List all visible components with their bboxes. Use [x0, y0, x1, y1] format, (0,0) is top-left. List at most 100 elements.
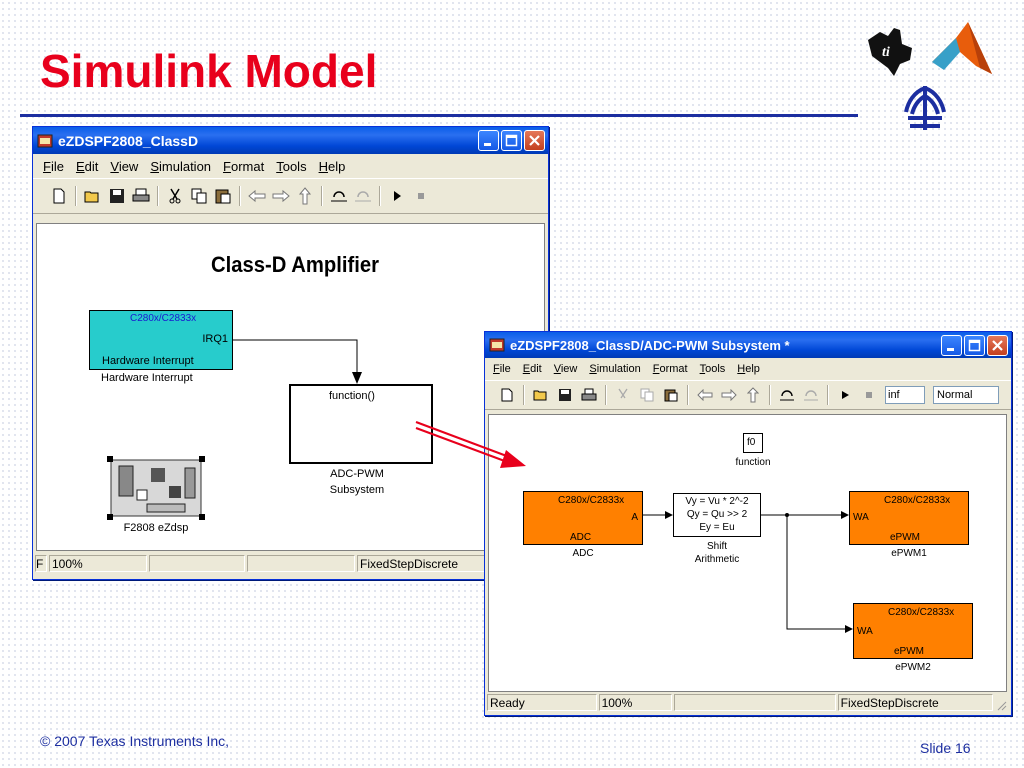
forward-button[interactable] [719, 385, 739, 405]
redo-icon [804, 390, 818, 401]
undo-button[interactable] [329, 186, 349, 206]
up-button[interactable] [295, 186, 315, 206]
status-solver: FixedStepDiscrete [837, 694, 994, 711]
epwm1-target-label: C280x/C2833x [884, 495, 951, 506]
trigger-caption: function [735, 457, 771, 468]
simulation-mode-select[interactable]: Normal [933, 386, 999, 404]
copy-button[interactable] [189, 186, 209, 206]
adc-pwm-subsystem-block[interactable]: function() [289, 384, 433, 464]
cut-icon [169, 188, 181, 204]
start-simulation-button[interactable] [387, 186, 407, 206]
main-toolbar [33, 178, 548, 214]
shift-arithmetic-block[interactable]: Vy = Vu * 2^-2 Qy = Qu >> 2 Ey = Eu [673, 493, 761, 537]
subsystem-window[interactable]: eZDSPF2808_ClassD/ADC-PWM Subsystem * Fi… [484, 331, 1012, 716]
menu-help[interactable]: Help [318, 158, 346, 174]
status-blank-2 [247, 555, 355, 572]
menu-tools[interactable]: Tools [699, 363, 726, 375]
slide-number: Slide 16 [920, 740, 971, 756]
toolbar-separator [523, 385, 525, 405]
epwm1-block[interactable]: C280x/C2833x WA ePWM [849, 491, 969, 545]
menu-file[interactable]: File [493, 363, 511, 375]
menu-format[interactable]: Format [223, 158, 265, 174]
menu-simulation[interactable]: Simulation [589, 363, 641, 375]
open-button[interactable] [83, 186, 103, 206]
hardware-interrupt-block[interactable]: C280x/C2833x IRQ1 Hardware Interrupt [89, 310, 233, 370]
subsystem-port-label: function() [329, 390, 375, 402]
maximize-button[interactable] [964, 335, 985, 356]
cut-button[interactable] [165, 186, 185, 206]
minimize-button[interactable] [478, 130, 499, 151]
close-button[interactable] [987, 335, 1008, 356]
undo-button[interactable] [777, 385, 797, 405]
subsystem-canvas[interactable]: f0 function C280x/C2833x A ADC ADC Vy = … [488, 414, 1007, 692]
redo-button[interactable] [801, 385, 821, 405]
menu-help[interactable]: Help [737, 363, 760, 375]
minimize-button[interactable] [941, 335, 962, 356]
main-model-canvas[interactable]: Class-D Amplifier C280x/C2833x IRQ1 Hard… [36, 223, 545, 551]
print-button[interactable] [579, 385, 599, 405]
save-button[interactable] [555, 385, 575, 405]
open-button[interactable] [531, 385, 551, 405]
stop-simulation-button[interactable] [859, 385, 879, 405]
paste-button[interactable] [213, 186, 233, 206]
main-window-titlebar[interactable]: eZDSPF2808_ClassD [33, 127, 548, 154]
epwm2-block[interactable]: C280x/C2833x WA ePWM [853, 603, 973, 659]
cut-button[interactable] [613, 385, 633, 405]
print-icon [581, 388, 597, 401]
menu-view[interactable]: View [110, 158, 139, 174]
hw-port-label: IRQ1 [202, 333, 228, 345]
subsystem-statusbar: Ready 100% FixedStepDiscrete [487, 694, 1007, 711]
svg-text:ti: ti [882, 45, 890, 60]
menu-simulation[interactable]: Simulation [150, 158, 212, 174]
save-button[interactable] [107, 186, 127, 206]
trigger-signal-line [233, 339, 362, 384]
status-glyph: F [35, 555, 47, 572]
epwm2-target-label: C280x/C2833x [888, 607, 955, 618]
up-button[interactable] [743, 385, 763, 405]
start-simulation-button[interactable] [835, 385, 855, 405]
zoom-arrow [415, 420, 526, 468]
forward-button[interactable] [271, 186, 291, 206]
toolbar-separator [769, 385, 771, 405]
minimize-icon [947, 348, 954, 351]
menu-tools[interactable]: Tools [276, 158, 307, 174]
resize-grip-icon[interactable] [995, 699, 1007, 711]
print-button[interactable] [131, 186, 151, 206]
menu-view[interactable]: View [553, 363, 578, 375]
up-icon [298, 187, 312, 205]
back-button[interactable] [247, 186, 267, 206]
menu-edit[interactable]: Edit [522, 363, 542, 375]
status-zoom: 100% [598, 694, 673, 711]
shift-caption-line2: Arithmetic [694, 554, 740, 565]
subsystem-caption-line2: Subsystem [329, 484, 385, 496]
board-caption: F2808 eZdsp [123, 522, 189, 534]
menu-format[interactable]: Format [652, 363, 688, 375]
new-button[interactable] [49, 186, 69, 206]
ezdsp-board-icon[interactable] [107, 456, 205, 520]
back-button[interactable] [695, 385, 715, 405]
main-model-window[interactable]: eZDSPF2808_ClassD File Edit View Simulat… [32, 126, 549, 580]
paste-icon [215, 189, 231, 204]
title-rule [20, 114, 858, 117]
new-button[interactable] [497, 385, 517, 405]
redo-button[interactable] [353, 186, 373, 206]
maximize-button[interactable] [501, 130, 522, 151]
menu-edit[interactable]: Edit [75, 158, 99, 174]
stop-icon [866, 392, 872, 398]
paste-button[interactable] [661, 385, 681, 405]
adc-port-label: A [631, 512, 638, 523]
shift-line3: Ey = Eu [699, 522, 735, 533]
close-button[interactable] [524, 130, 545, 151]
stop-time-field[interactable] [885, 386, 925, 404]
open-icon [84, 191, 99, 203]
stop-simulation-button[interactable] [411, 186, 431, 206]
play-icon [842, 391, 849, 399]
trigger-text: f0 [747, 437, 756, 448]
function-call-trigger-block[interactable]: f0 [743, 433, 763, 453]
copy-button[interactable] [637, 385, 657, 405]
subsystem-window-titlebar[interactable]: eZDSPF2808_ClassD/ADC-PWM Subsystem * [485, 332, 1011, 358]
adc-block[interactable]: C280x/C2833x A ADC [523, 491, 643, 545]
menu-file[interactable]: File [43, 158, 64, 174]
undo-icon [780, 390, 794, 401]
ti-logo-icon: ti [868, 28, 912, 76]
